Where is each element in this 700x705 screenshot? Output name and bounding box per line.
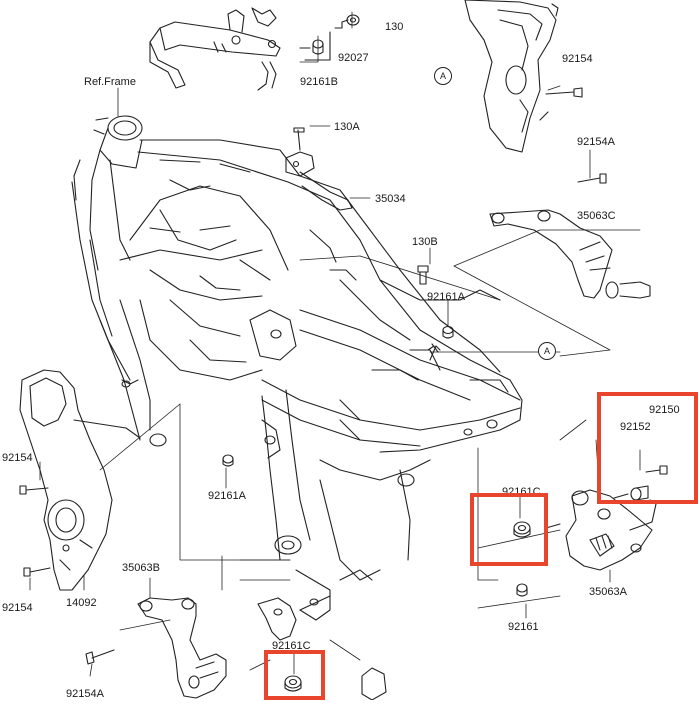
bolt-92154A-top bbox=[577, 173, 607, 184]
label-92161C-bottom: 92161C bbox=[272, 640, 311, 652]
lower-mount-bracket bbox=[257, 595, 331, 641]
label-130B: 130B bbox=[412, 236, 438, 248]
label-35063C: 35063C bbox=[577, 210, 616, 222]
label-92161: 92161 bbox=[508, 621, 539, 633]
label-92161A-lower: 92161A bbox=[208, 490, 246, 502]
washer-92161C-bottom bbox=[284, 675, 302, 692]
label-14092: 14092 bbox=[66, 597, 97, 609]
highlight-box-92150-92152 bbox=[597, 392, 698, 504]
label-92154-top: 92154 bbox=[562, 53, 593, 65]
label-35063A: 35063A bbox=[589, 586, 627, 598]
bracket-35034 bbox=[285, 127, 353, 211]
highlight-box-92161C-bottom bbox=[264, 650, 325, 700]
label-35063B: 35063B bbox=[122, 562, 160, 574]
label-130: 130 bbox=[385, 21, 404, 33]
main-frame bbox=[71, 115, 523, 621]
washer-92161A-lower bbox=[222, 454, 234, 467]
washer-92027 bbox=[346, 14, 360, 26]
label-130A: 130A bbox=[334, 121, 360, 133]
label-92154-left-lower: 92154 bbox=[2, 602, 33, 614]
label-92154A-bottom: 92154A bbox=[66, 688, 104, 700]
label-92161B: 92161B bbox=[300, 76, 338, 88]
footpeg-bracket-35063C bbox=[489, 209, 651, 299]
label-92027: 92027 bbox=[338, 52, 369, 64]
label-92150: 92150 bbox=[649, 404, 680, 416]
bolt-92154-left bbox=[19, 485, 49, 495]
washer-92161A-upper bbox=[442, 325, 454, 339]
label-92161A-upper: 92161A bbox=[427, 291, 465, 303]
bolt-130B bbox=[417, 265, 429, 285]
label-92152: 92152 bbox=[620, 421, 651, 433]
label-92154A-top: 92154A bbox=[577, 136, 615, 148]
bolt-92154-top bbox=[545, 87, 583, 98]
washer-92161 bbox=[516, 583, 528, 597]
label-35034: 35034 bbox=[375, 193, 406, 205]
upper-bracket-part bbox=[149, 7, 281, 91]
callout-a-right: A bbox=[538, 342, 556, 360]
rubber-damper bbox=[361, 667, 387, 701]
bolt-92154A-bottom bbox=[85, 649, 115, 665]
highlight-box-92161C-right bbox=[470, 493, 548, 566]
side-cover-upper bbox=[464, 0, 559, 153]
side-cover-14092 bbox=[19, 369, 113, 591]
footpeg-bracket-35063A bbox=[545, 489, 657, 571]
bolt-92150 bbox=[645, 465, 668, 475]
callout-a-top: A bbox=[434, 67, 452, 85]
label-92154-left: 92154 bbox=[2, 452, 33, 464]
bolt-92154-left-lower bbox=[23, 567, 51, 577]
label-ref-frame: Ref.Frame bbox=[84, 76, 136, 88]
footpeg-bracket-35063B bbox=[137, 597, 227, 699]
washer-92161C-right bbox=[513, 521, 531, 538]
